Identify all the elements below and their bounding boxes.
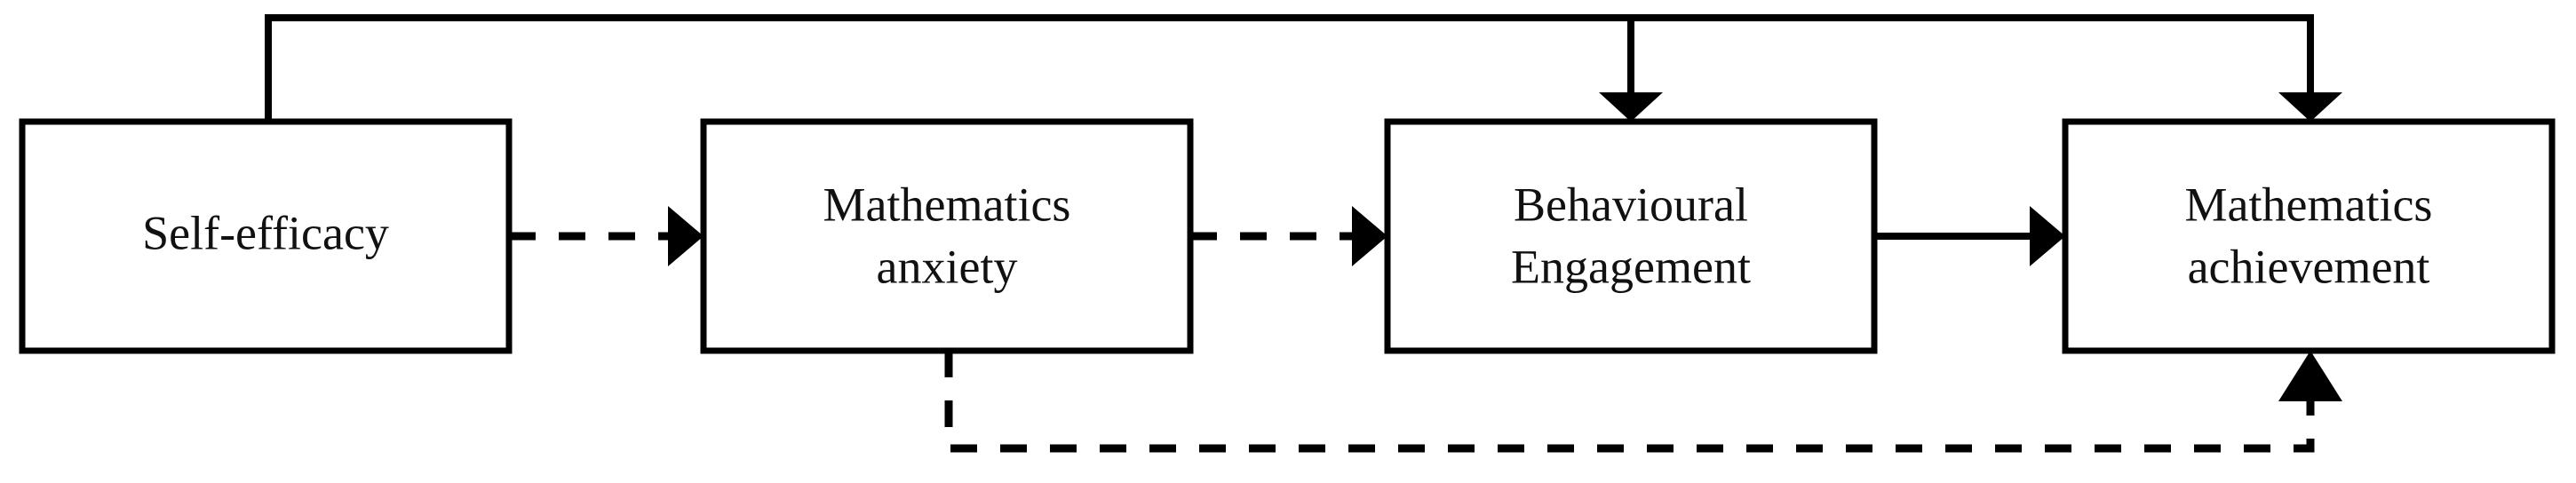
edge-hitzone-mathematics-anxiety-to-mathematics-achievement[interactable] [933,435,2327,462]
node-box-behavioural-engagement[interactable] [1384,118,1878,354]
edge-hitzone-mathematics-anxiety-to-behavioural-engagement[interactable] [1190,220,1387,252]
edge-line-self-efficacy-to-mathematics-achievement [1631,14,2314,92]
edge-mathematics-anxiety-to-mathematics-achievement[interactable] [933,351,2342,462]
node-self-efficacy[interactable]: Self-efficacy [19,118,513,354]
arrow-head-right-mathematics-anxiety [668,206,704,266]
node-label-mathematics-anxiety-line2: anxiety [877,240,1018,293]
arrow-head-down-behavioural-engagement [1599,92,1663,122]
node-label-behavioural-engagement-line1: Behavioural [1514,178,1748,231]
node-label-behavioural-engagement-line2: Engagement [1511,240,1751,293]
arrow-head-down-mathematics-achievement [2278,92,2342,122]
edge-self-efficacy-to-behavioural-engagement[interactable] [249,7,1663,122]
node-label-mathematics-achievement-line1: Mathematics [2185,178,2433,231]
arrow-head-right-mathematics-achievement [2030,206,2065,266]
edge-line-mathematics-anxiety-to-mathematics-achievement [944,351,2315,453]
edge-self-efficacy-to-mathematics-anxiety[interactable] [509,206,704,266]
edge-behavioural-engagement-to-mathematics-achievement[interactable] [1874,206,2065,266]
arrow-head-right-behavioural-engagement [1352,206,1387,266]
edge-line-self-efficacy-to-behavioural-engagement [265,14,1634,122]
node-behavioural-engagement[interactable]: Behavioural Engagement [1384,118,1878,354]
node-label-self-efficacy: Self-efficacy [142,206,389,259]
node-box-mathematics-achievement[interactable] [2062,118,2556,354]
node-label-mathematics-achievement-line2: achievement [2188,240,2430,293]
node-box-mathematics-anxiety[interactable] [700,118,1194,354]
node-label-mathematics-anxiety-line1: Mathematics [823,178,1071,231]
edge-hitzone-self-efficacy-to-behavioural-engagement[interactable] [249,7,1652,32]
edge-self-efficacy-to-mathematics-achievement[interactable] [1631,7,2342,122]
edge-hitzone-behavioural-engagement-to-mathematics-achievement[interactable] [1874,220,2065,252]
edge-hitzone-self-efficacy-to-mathematics-achievement[interactable] [1631,7,2333,32]
arrow-head-up-mathematics-achievement [2278,351,2342,401]
node-mathematics-achievement[interactable]: Mathematics achievement [2062,118,2556,354]
node-mathematics-anxiety[interactable]: Mathematics anxiety [700,118,1194,354]
edge-mathematics-anxiety-to-behavioural-engagement[interactable] [1190,206,1387,266]
edge-hitzone-self-efficacy-to-mathematics-anxiety[interactable] [509,220,704,252]
